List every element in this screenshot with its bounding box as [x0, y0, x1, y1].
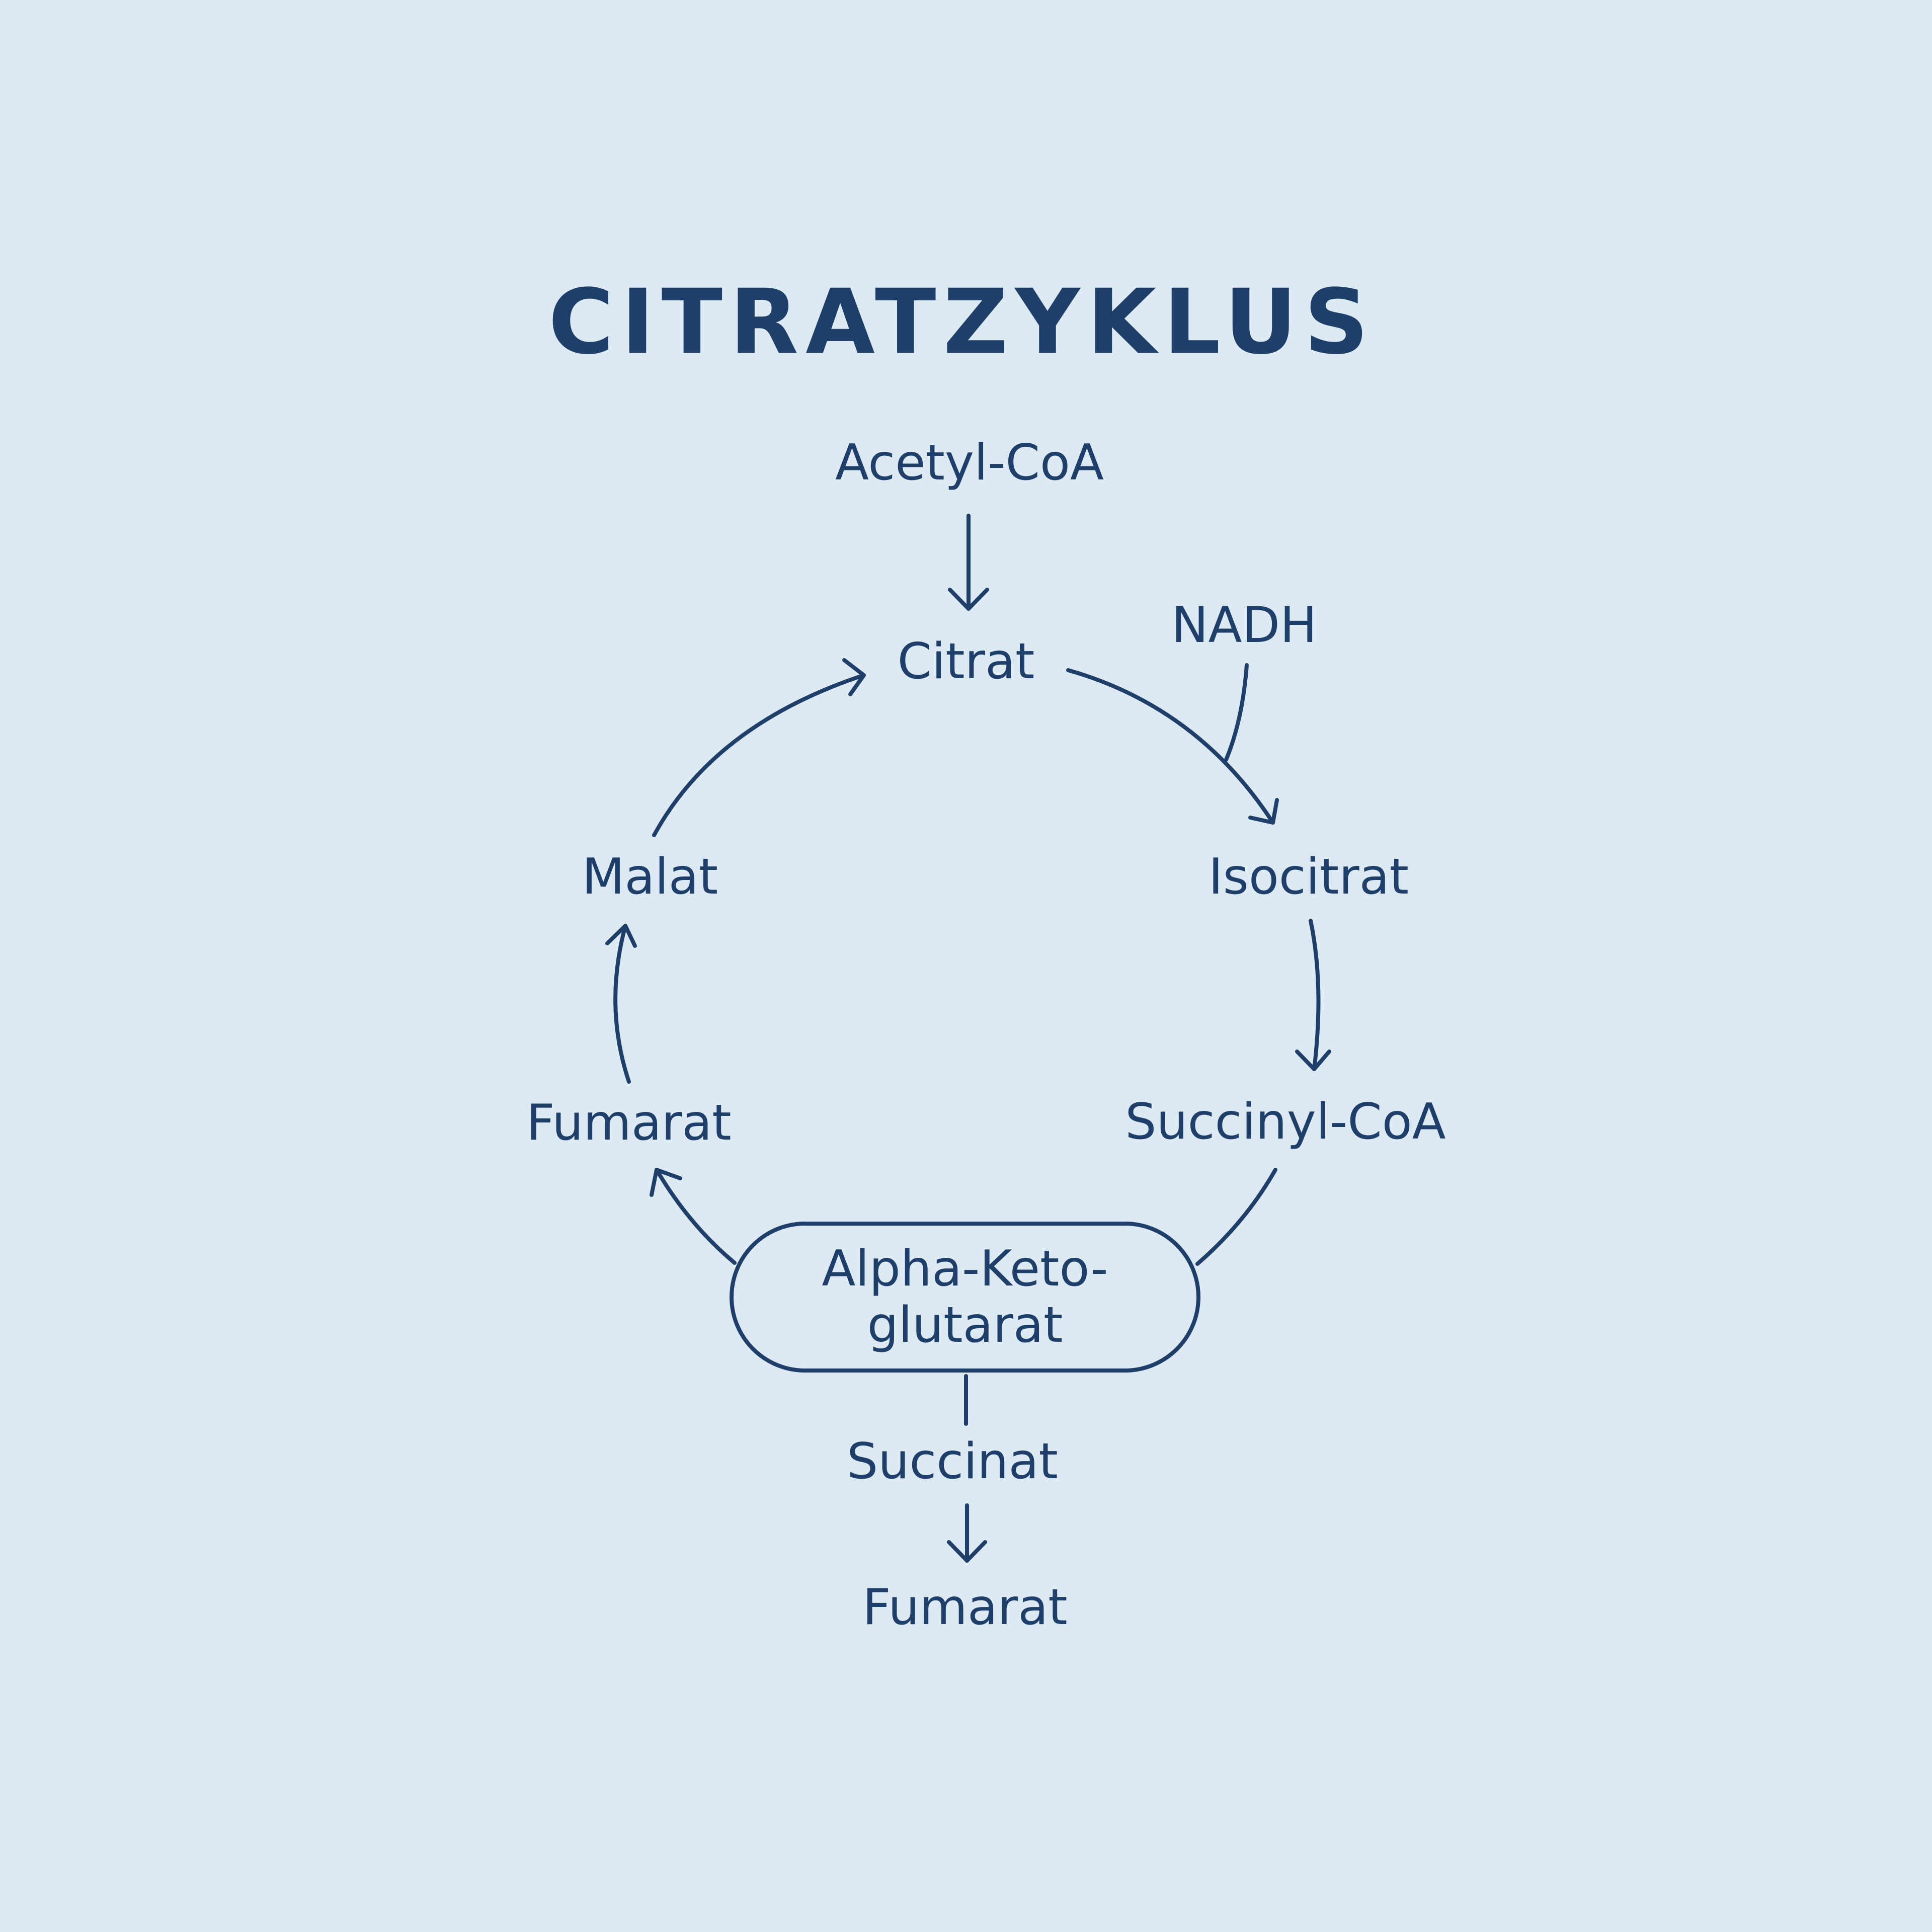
arrow-citrat-to-isocitrat	[1066, 668, 1279, 825]
arrow-succinat-to-fumarat	[947, 1503, 987, 1563]
node-fumarat-left: Fumarat	[526, 1094, 732, 1152]
arrow-isocitrat-to-succinylcoa	[1295, 919, 1331, 1071]
node-fumarat-bottom: Fumarat	[862, 1579, 1068, 1636]
node-alpha-ketoglutarat: Alpha-Keto- glutarat	[822, 1241, 1108, 1353]
node-succinyl-coa: Succinyl-CoA	[1125, 1093, 1446, 1151]
diagram-title: CITRATZYKLUS	[548, 270, 1376, 374]
arrow-malat-to-citrat	[652, 658, 866, 837]
arrow-alphaketoglutarat-to-fumarat	[650, 1168, 737, 1265]
node-citrat: Citrat	[897, 633, 1035, 690]
node-acetyl-coa: Acetyl-CoA	[835, 434, 1104, 492]
node-isocitrat: Isocitrat	[1208, 848, 1409, 906]
node-alpha-ketoglutarat-line2: glutarat	[867, 1297, 1063, 1354]
node-succinat: Succinat	[847, 1433, 1058, 1490]
node-nadh: NADH	[1171, 597, 1317, 654]
arrow-succinylcoa-to-alphaketoglutarat	[1195, 1168, 1277, 1266]
node-alpha-ketoglutarat-line1: Alpha-Keto-	[822, 1240, 1108, 1298]
arrow-fumarat-to-malat	[605, 924, 637, 1084]
node-malat: Malat	[582, 848, 718, 906]
arrow-nadh-branch	[1224, 663, 1249, 762]
node-alpha-ketoglutarat-box	[730, 1222, 1200, 1373]
arrow-acetylcoa-to-citrat	[948, 514, 989, 611]
